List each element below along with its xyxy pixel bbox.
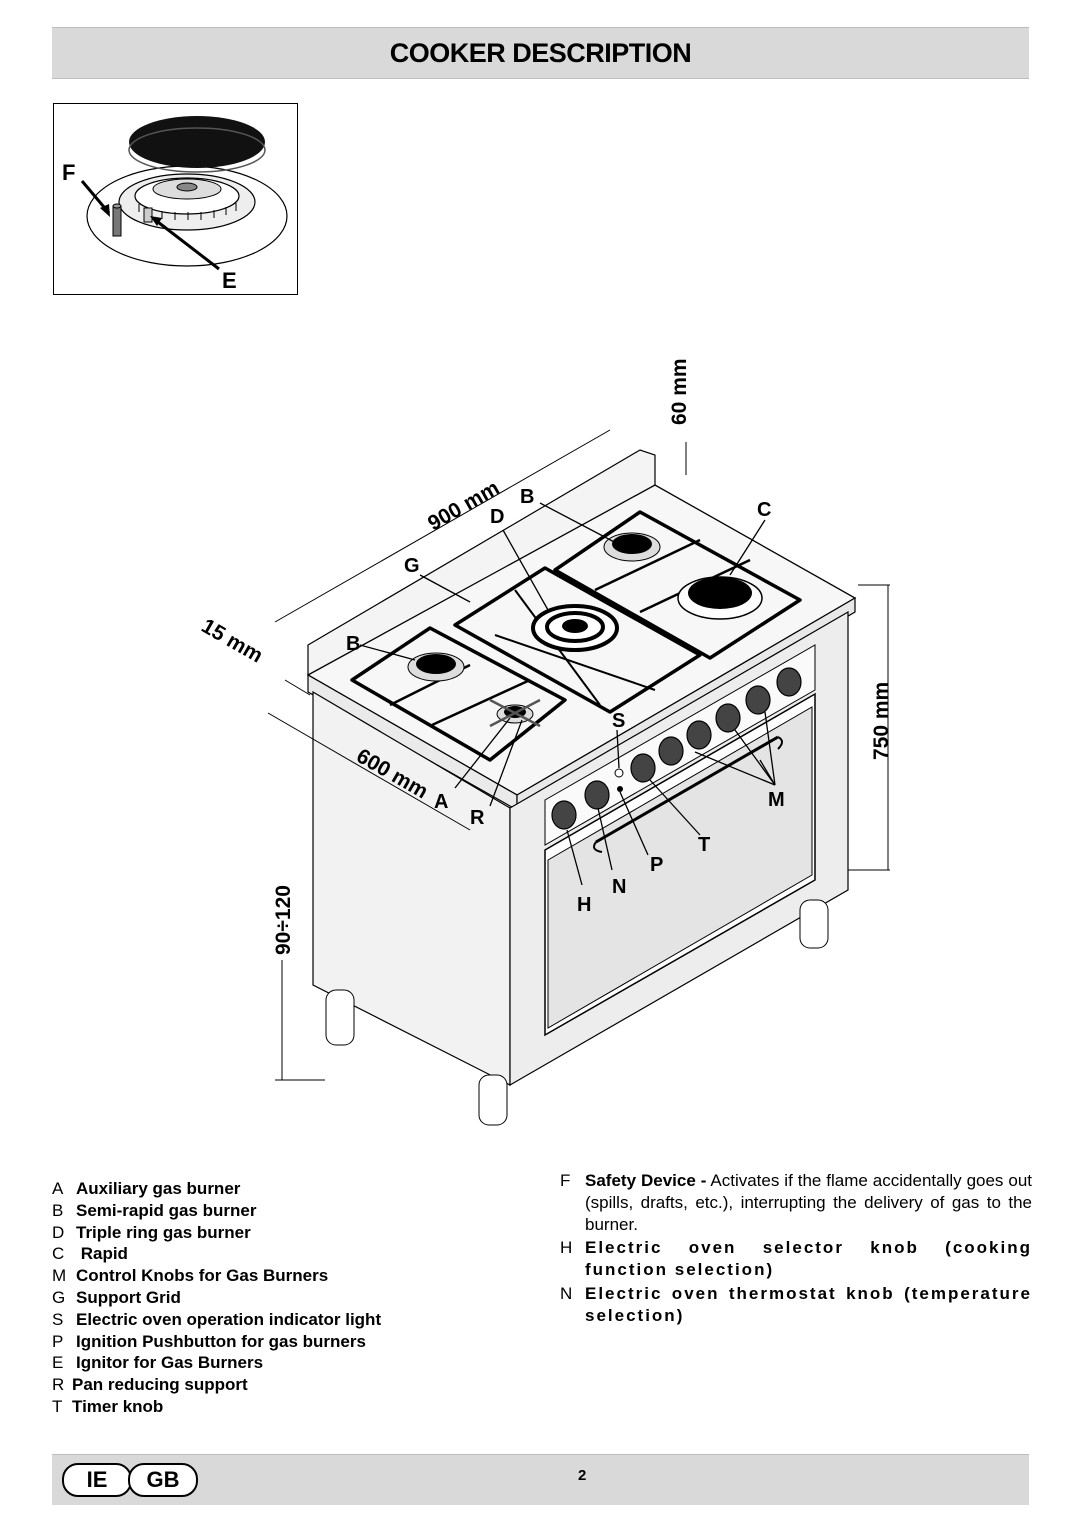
label-t: T (698, 834, 710, 856)
legend-desc: Auxiliary gas burner (76, 1179, 241, 1198)
legend-desc: Pan reducing support (72, 1375, 248, 1395)
dim-lip: 15 mm (198, 614, 267, 667)
burner-detail-drawing: F E (62, 116, 288, 293)
legend-right: F Safety Device - Activates if the flame… (560, 1170, 1032, 1327)
legend-desc: Semi-rapid gas burner (76, 1200, 257, 1220)
legend-desc: Ignitor for Gas Burners (76, 1353, 264, 1373)
legend-desc: Timer knob (72, 1396, 164, 1416)
legend-left: A Auxiliary gas burner B Semi-rapid gas bu… (52, 1178, 522, 1418)
legend-desc-n: Electric oven thermostat knob (temperatu… (585, 1283, 1032, 1325)
legend-desc-f: Safety Device - Activates if the flame a… (585, 1170, 1032, 1235)
legend-row: B Semi-rapid gas burner (52, 1200, 522, 1222)
page-number: 2 (578, 1467, 587, 1484)
cooker-drawing: 60 mm 900 mm 15 mm 600 mm 750 mm 90÷120 … (198, 358, 893, 1126)
legend-row: C Rapid (52, 1243, 522, 1265)
legend-row: T Timer knob (52, 1396, 522, 1418)
legend-key: C (52, 1244, 65, 1264)
safety-device-text: Activates if the flame accidentally goes… (585, 1171, 1033, 1234)
legend-row-n: N Electric oven thermostat knob (tempera… (560, 1283, 1032, 1327)
page-title: COOKER DESCRIPTION (389, 37, 692, 68)
legend-key: N (560, 1283, 573, 1303)
label-g: G (404, 555, 420, 577)
legend-key: R (52, 1375, 65, 1395)
label-n: N (612, 876, 626, 898)
dim-feet: 90÷120 (272, 885, 295, 955)
legend-desc: Triple ring gas burner (76, 1222, 251, 1242)
legend-key: B (52, 1200, 64, 1220)
legend-key: P (52, 1331, 64, 1351)
legend-desc: Control Knobs for Gas Burners (76, 1266, 329, 1286)
legend-key: G (52, 1287, 66, 1307)
control-knobs (551, 667, 802, 830)
burner-detail-inset: F E (53, 103, 298, 295)
label-b-left: B (346, 633, 360, 655)
title-bar: COOKER DESCRIPTION (52, 27, 1029, 79)
lang-badge-gb: GB (128, 1463, 198, 1497)
footer-bar: IE GB 2 (52, 1454, 1029, 1505)
label-m: M (768, 789, 785, 811)
label-c: C (757, 499, 771, 521)
legend-key: F (560, 1171, 571, 1190)
label-r: R (470, 807, 485, 829)
dim-height: 750 mm (870, 682, 893, 760)
label-s: S (612, 710, 625, 732)
legend-desc: Ignition Pushbutton for gas burners (76, 1331, 366, 1351)
lang-badge-ie: IE (62, 1463, 132, 1497)
legend-desc: Support Grid (76, 1287, 181, 1307)
legend-row: D Triple ring gas burner (52, 1222, 522, 1244)
legend-key: A (52, 1179, 64, 1198)
inset-label-e: E (222, 268, 237, 293)
legend-key: T (52, 1396, 63, 1416)
legend-row-f: F Safety Device - Activates if the flame… (560, 1170, 1032, 1235)
label-b-top: B (520, 486, 534, 508)
legend-key: M (52, 1266, 67, 1286)
legend-row: A Auxiliary gas burner (52, 1178, 522, 1200)
legend-desc: Rapid (76, 1244, 128, 1264)
legend-row: M Control Knobs for Gas Burners (52, 1265, 522, 1287)
legend-row-h: H Electric oven selector knob (cooking f… (560, 1237, 1032, 1281)
legend-desc-h: Electric oven selector knob (cooking fun… (585, 1238, 1032, 1280)
safety-device-term: Safety Device - (585, 1171, 707, 1190)
legend-row: R Pan reducing support (52, 1374, 522, 1396)
legend-row: E Ignitor for Gas Burners (52, 1352, 522, 1374)
legend-row: S Electric oven operation indicator light (52, 1309, 522, 1331)
legend-key: E (52, 1353, 64, 1373)
legend-desc: Electric oven operation indicator light (76, 1309, 382, 1329)
dim-top: 60 mm (668, 358, 691, 425)
legend-row: P Ignition Pushbutton for gas burners (52, 1331, 522, 1353)
label-h: H (577, 894, 591, 916)
legend-key: D (52, 1222, 65, 1242)
label-a: A (434, 791, 448, 813)
label-p: P (650, 854, 663, 876)
legend-key: S (52, 1309, 64, 1329)
label-d: D (490, 506, 504, 528)
inset-label-f: F (62, 160, 75, 185)
legend-row: G Support Grid (52, 1287, 522, 1309)
legend-key: H (560, 1238, 573, 1258)
